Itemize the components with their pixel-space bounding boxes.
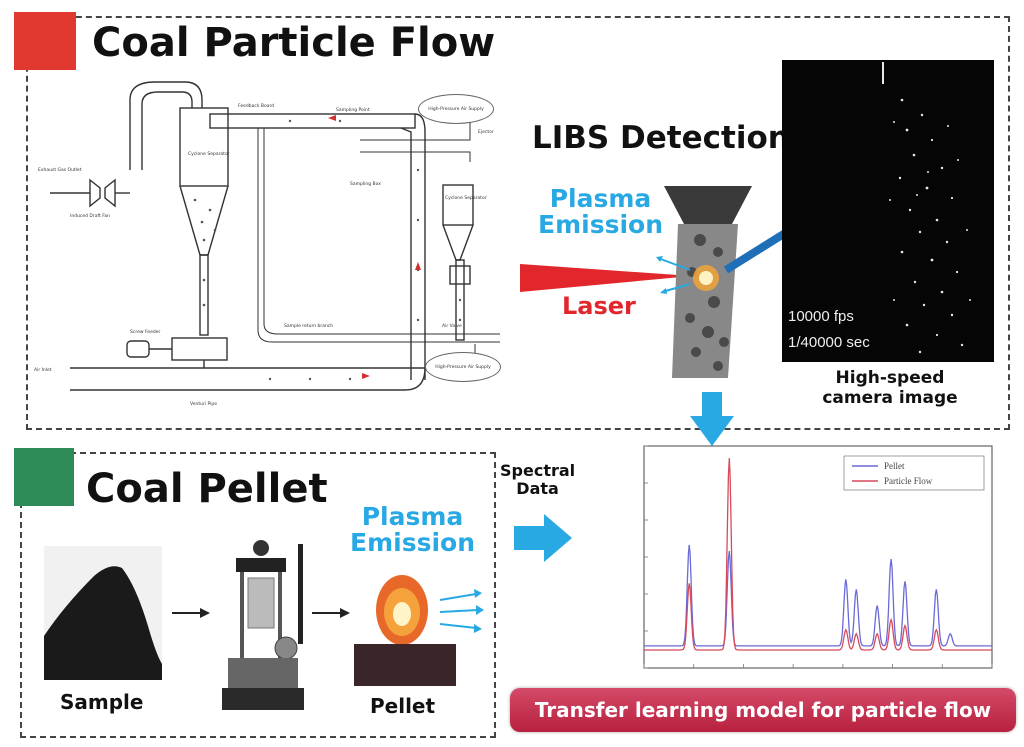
high-speed-camera-image: 10000 fps 1/40000 sec	[782, 60, 994, 362]
label-sampling-box: Sampling Box	[350, 182, 381, 187]
spectrum-chart: Pellet Particle Flow	[643, 445, 993, 669]
label-ejector: Ejector	[478, 130, 494, 135]
chart-legend: Pellet Particle Flow	[843, 455, 985, 491]
series-line-particle-flow	[644, 458, 992, 651]
label-cyclone-separator: Cyclone Separator	[188, 152, 230, 157]
series-line-pellet	[644, 544, 992, 647]
sample-label: Sample	[60, 690, 144, 714]
particle-flow-section	[26, 16, 1010, 430]
arrow-sample-to-press	[172, 608, 210, 618]
libs-detection-graphic	[520, 186, 790, 378]
particle-flow-color-square	[14, 12, 76, 70]
camera-caption: High-speed camera image	[822, 368, 958, 409]
spectral-data-label: Spectral Data	[500, 461, 576, 499]
label-high-pressure-air-top: High-Pressure Air Supply	[428, 106, 484, 112]
pellet-emission-arrows	[439, 589, 484, 633]
pellet-title: Coal Pellet	[86, 466, 328, 512]
pellet-press-image	[222, 540, 304, 710]
camera-fps: 10000 fps	[788, 308, 854, 325]
particle-streaks	[882, 62, 971, 354]
camera-shutter: 1/40000 sec	[788, 334, 870, 351]
down-arrow-to-spectrum	[690, 392, 734, 446]
pellet-plasma-image	[354, 575, 456, 686]
spectral-data-arrow	[514, 514, 572, 562]
transfer-learning-banner: Transfer learning model for particle flo…	[510, 688, 1016, 732]
legend-label-particle-flow: Particle Flow	[884, 476, 933, 486]
legend-label-pellet: Pellet	[884, 461, 905, 471]
flow-system-schematic	[50, 81, 500, 391]
high-pressure-air-bubble-top: High-Pressure Air Supply	[418, 94, 494, 124]
label-exhaust-gas-outlet: Exhaust Gas Outlet	[38, 168, 82, 173]
arrow-press-to-pellet	[312, 608, 350, 618]
particle-flow-title: Coal Particle Flow	[92, 20, 496, 66]
coal-sample-image	[44, 546, 162, 680]
label-sample-return-branch: Sample return branch	[284, 324, 334, 329]
label-air-valve: Air Valve	[442, 324, 462, 329]
label-cyclone-separator-2: Cyclone Separator	[445, 196, 487, 201]
plasma-emission-label-top: Plasma Emission	[538, 184, 663, 240]
pellet-section	[20, 452, 496, 738]
label-induced-draft-fan: Induced Draft Fan	[70, 214, 110, 219]
plasma-emission-label-bottom: Plasma Emission	[350, 502, 475, 558]
label-screw-feeder: Screw Feeder	[130, 330, 161, 335]
pellet-color-square	[14, 448, 74, 506]
label-sampling-point: Sampling Point	[336, 108, 370, 113]
label-air-inlet: Air Inlet	[34, 368, 52, 373]
high-pressure-air-bubble-bottom: High-Pressure Air Supply	[425, 352, 501, 382]
libs-detection-title: LIBS Detection	[532, 120, 790, 156]
label-feedback-board: Feedback Board	[238, 104, 275, 109]
label-venturi-pipe: Venturi Pipe	[190, 402, 217, 407]
label-high-pressure-air-bottom: High-Pressure Air Supply	[435, 364, 491, 370]
laser-label: Laser	[562, 292, 636, 320]
pellet-label: Pellet	[370, 694, 436, 718]
